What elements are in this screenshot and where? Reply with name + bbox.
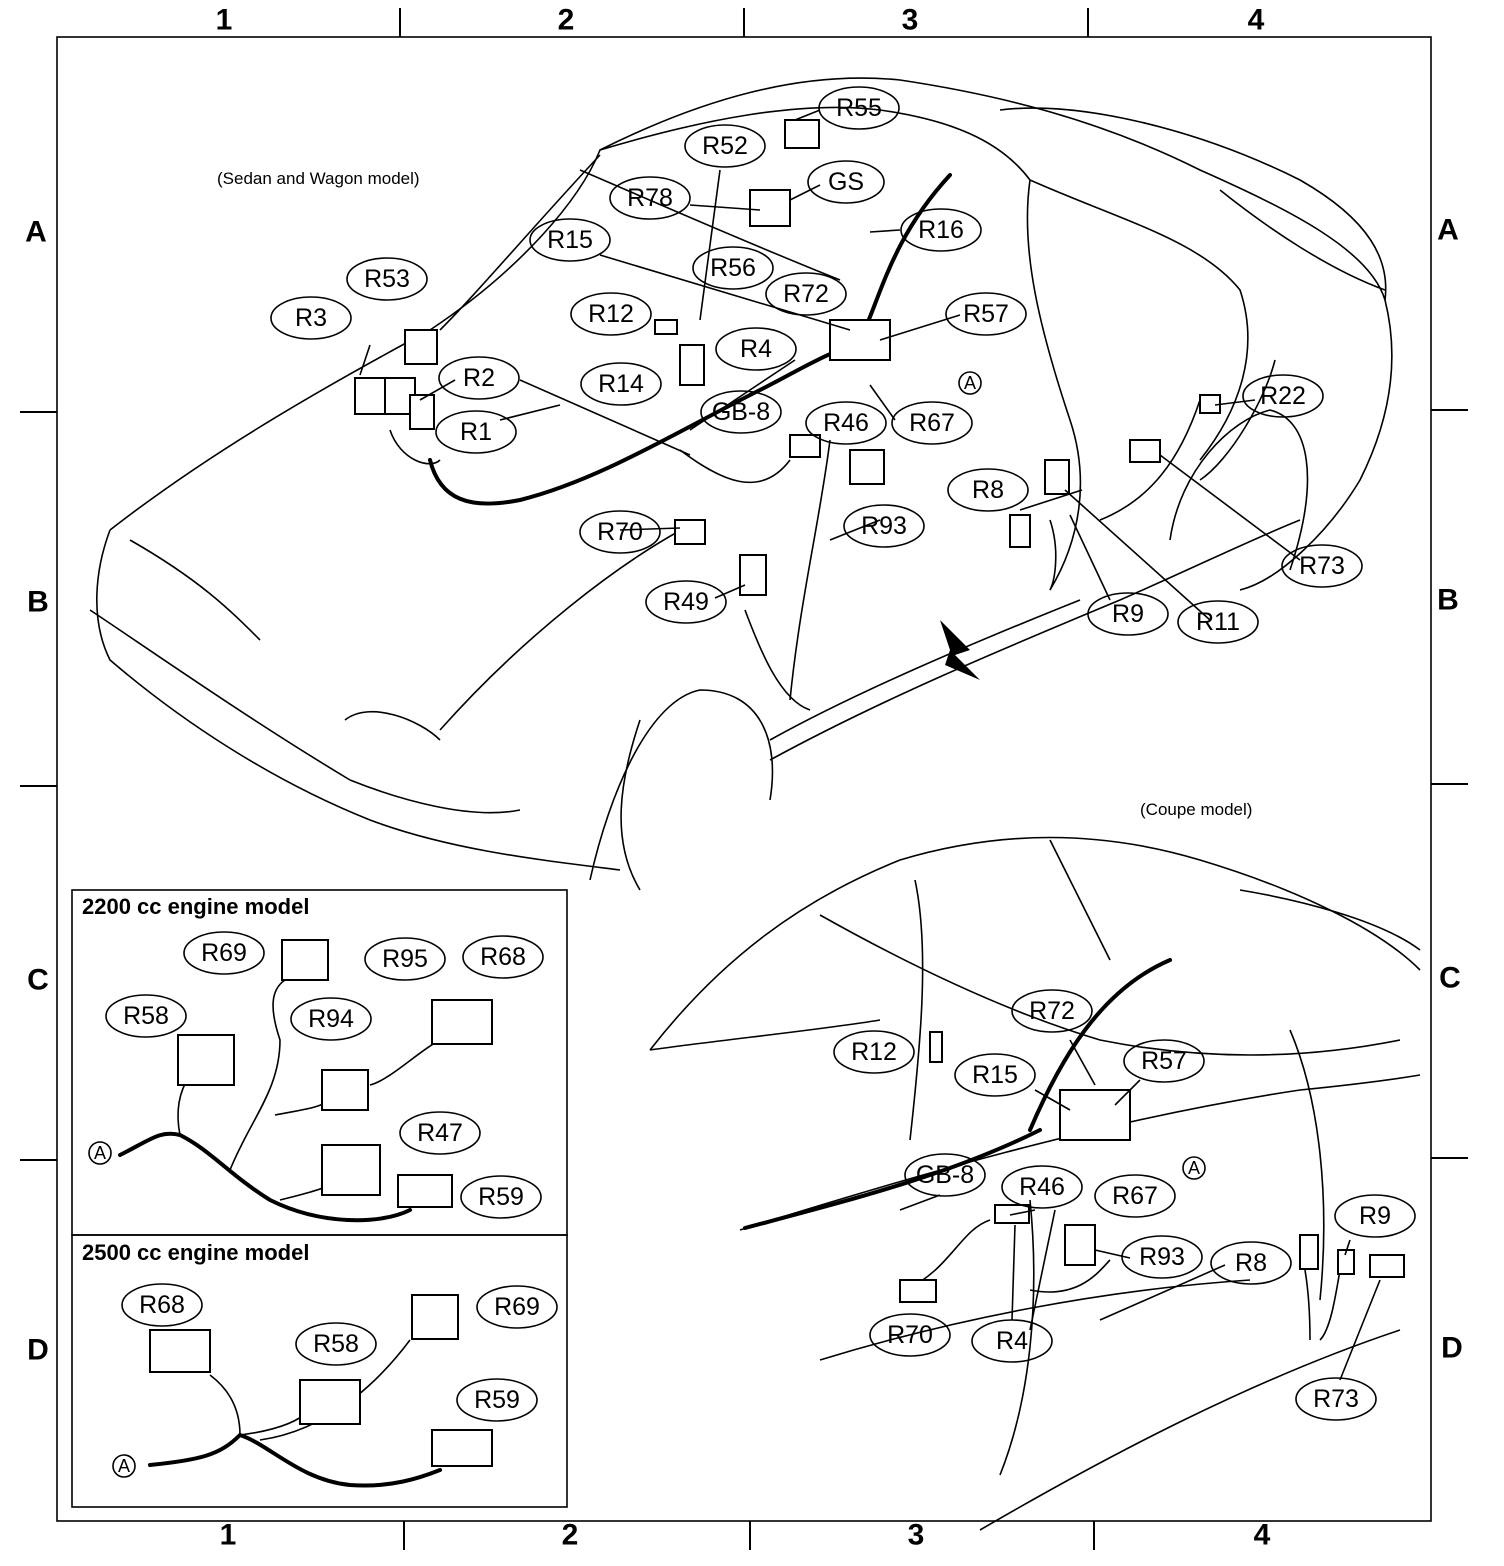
ground-point-markers: A A A A bbox=[88, 371, 1206, 1478]
sedan-leader-lines bbox=[359, 109, 1301, 621]
inset2200-label-r58: R58 bbox=[123, 1002, 169, 1030]
label-r2: R2 bbox=[463, 364, 495, 392]
inset-title-2200: 2200 cc engine model bbox=[82, 894, 309, 919]
label-r12: R12 bbox=[588, 300, 634, 328]
grid-col-2-top: 2 bbox=[558, 4, 575, 37]
label-gb-8: GB-8 bbox=[712, 398, 770, 426]
coupe-leader-lines bbox=[899, 1039, 1381, 1381]
inset2200-label-r47: R47 bbox=[417, 1119, 463, 1147]
inset-2500-labels: R68 R69 R58 R59 bbox=[121, 1283, 558, 1422]
label-r9: R9 bbox=[1112, 600, 1144, 628]
coupe-connectors bbox=[899, 1031, 1405, 1303]
ground-point-a-2500: A bbox=[118, 1456, 130, 1476]
label-r8: R8 bbox=[972, 476, 1004, 504]
inset2200-label-r68: R68 bbox=[480, 943, 526, 971]
label-r78: R78 bbox=[627, 184, 673, 212]
inset2500-label-r69: R69 bbox=[494, 1293, 540, 1321]
label-r11: R11 bbox=[1196, 608, 1240, 636]
coupe-label-gb-8: GB-8 bbox=[916, 1161, 974, 1189]
grid-col-1-bottom: 1 bbox=[220, 1519, 237, 1552]
label-r70: R70 bbox=[597, 518, 643, 546]
direction-arrow bbox=[940, 620, 980, 680]
coupe-label-r57: R57 bbox=[1141, 1047, 1187, 1075]
coupe-label-r15: R15 bbox=[972, 1061, 1018, 1089]
inset-2500-frame bbox=[71, 1234, 568, 1508]
inset-title-2500: 2500 cc engine model bbox=[82, 1240, 309, 1265]
inset2500-label-r59: R59 bbox=[474, 1386, 520, 1414]
label-r53: R53 bbox=[364, 265, 410, 293]
grid-col-3-bottom: 3 bbox=[908, 1519, 925, 1552]
grid-row-c-right: C bbox=[1439, 962, 1461, 995]
grid-row-d-right: D bbox=[1441, 1332, 1463, 1365]
label-r22: R22 bbox=[1260, 382, 1306, 410]
grid-row-b-right: B bbox=[1437, 584, 1459, 617]
grid-col-2-bottom: 2 bbox=[562, 1519, 579, 1552]
label-r1: R1 bbox=[460, 418, 492, 446]
label-r15: R15 bbox=[547, 226, 593, 254]
sedan-car-outline bbox=[89, 77, 1393, 891]
coupe-label-r46: R46 bbox=[1019, 1173, 1065, 1201]
grid-col-1-top: 1 bbox=[216, 4, 233, 37]
coupe-label-r8: R8 bbox=[1235, 1249, 1267, 1277]
coupe-label-r93: R93 bbox=[1139, 1243, 1185, 1271]
label-r16: R16 bbox=[918, 216, 964, 244]
label-r67: R67 bbox=[909, 409, 955, 437]
label-r73: R73 bbox=[1299, 552, 1345, 580]
coupe-label-r12: R12 bbox=[851, 1038, 897, 1066]
ground-point-a-2200: A bbox=[94, 1143, 106, 1163]
caption-sedan-wagon: (Sedan and Wagon model) bbox=[217, 169, 420, 188]
grid-row-d-left: D bbox=[27, 1334, 49, 1367]
grid-col-4-top: 4 bbox=[1248, 4, 1265, 37]
caption-coupe: (Coupe model) bbox=[1140, 800, 1252, 819]
label-r56: R56 bbox=[710, 254, 756, 282]
grid-row-c-left: C bbox=[27, 964, 49, 997]
inset-2500-harness bbox=[148, 1294, 493, 1488]
inset2500-label-r58: R58 bbox=[313, 1330, 359, 1358]
grid-col-4-bottom: 4 bbox=[1254, 1519, 1271, 1552]
ground-point-a-coupe: A bbox=[1188, 1158, 1200, 1178]
label-r72: R72 bbox=[783, 280, 829, 308]
coupe-car-outline bbox=[649, 836, 1421, 1531]
inset-2200-labels: R69 R95 R68 R58 R94 R47 R59 bbox=[105, 931, 544, 1219]
inset2200-label-r94: R94 bbox=[308, 1005, 354, 1033]
inset2200-label-r59: R59 bbox=[478, 1183, 524, 1211]
grid-row-a-right: A bbox=[1437, 214, 1459, 247]
coupe-label-r67: R67 bbox=[1112, 1182, 1158, 1210]
sedan-harness bbox=[389, 173, 1276, 711]
ground-point-a-sedan: A bbox=[964, 373, 976, 393]
label-r57: R57 bbox=[963, 300, 1009, 328]
label-r52: R52 bbox=[702, 132, 748, 160]
sedan-connectors bbox=[354, 119, 1221, 596]
coupe-label-r4: R4 bbox=[996, 1327, 1028, 1355]
inset2200-label-r95: R95 bbox=[382, 945, 428, 973]
label-r3: R3 bbox=[295, 304, 327, 332]
coupe-connector-labels: R72 R12 R57 R15 GB-8 R46 R67 R93 R9 R8 R… bbox=[833, 989, 1416, 1421]
inset2500-label-r68: R68 bbox=[139, 1291, 185, 1319]
label-gs: GS bbox=[828, 168, 864, 196]
coupe-label-r9: R9 bbox=[1359, 1202, 1391, 1230]
inset2200-label-r69: R69 bbox=[201, 939, 247, 967]
grid-col-3-top: 3 bbox=[902, 4, 919, 37]
grid-row-b-left: B bbox=[27, 586, 49, 619]
grid-row-a-left: A bbox=[25, 216, 47, 249]
grid-ticks bbox=[20, 8, 1468, 1550]
label-r46: R46 bbox=[823, 409, 869, 437]
label-r4: R4 bbox=[740, 335, 772, 363]
inset-2200-harness bbox=[118, 939, 493, 1223]
label-r55: R55 bbox=[836, 94, 882, 122]
coupe-label-r70: R70 bbox=[887, 1321, 933, 1349]
label-r93: R93 bbox=[861, 512, 907, 540]
sedan-connector-labels: R55 R52 GS R78 R16 R15 R56 R53 R72 R3 R1… bbox=[270, 86, 1363, 644]
coupe-label-r72: R72 bbox=[1029, 997, 1075, 1025]
coupe-label-r73: R73 bbox=[1313, 1385, 1359, 1413]
label-r49: R49 bbox=[663, 588, 709, 616]
label-r14: R14 bbox=[598, 370, 644, 398]
